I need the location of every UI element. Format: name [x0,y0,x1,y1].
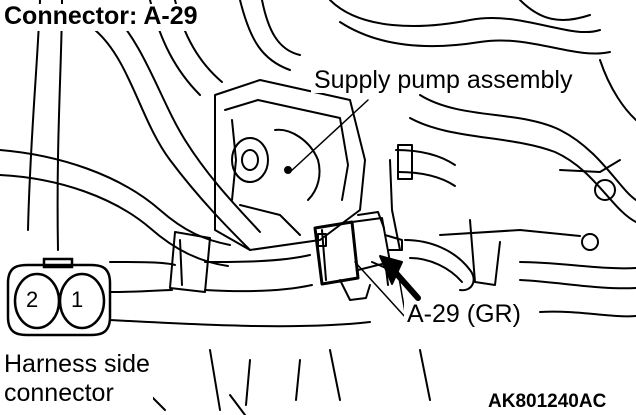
harness-connector-face [6,257,112,337]
supply-pump-callout: Supply pump assembly [311,68,576,93]
figure-code: AK801240AC [486,391,609,412]
harness-caption-line2: connector [4,379,114,407]
connector-title: Connector: A-29 [4,4,202,31]
connector-id-callout: A-29 (GR) [404,302,524,327]
pin-number-2: 2 [26,287,39,312]
harness-caption-line1: Harness side [4,350,150,378]
harness-side-caption: Harness side connector [4,350,153,408]
pin-number-1: 1 [71,287,84,312]
